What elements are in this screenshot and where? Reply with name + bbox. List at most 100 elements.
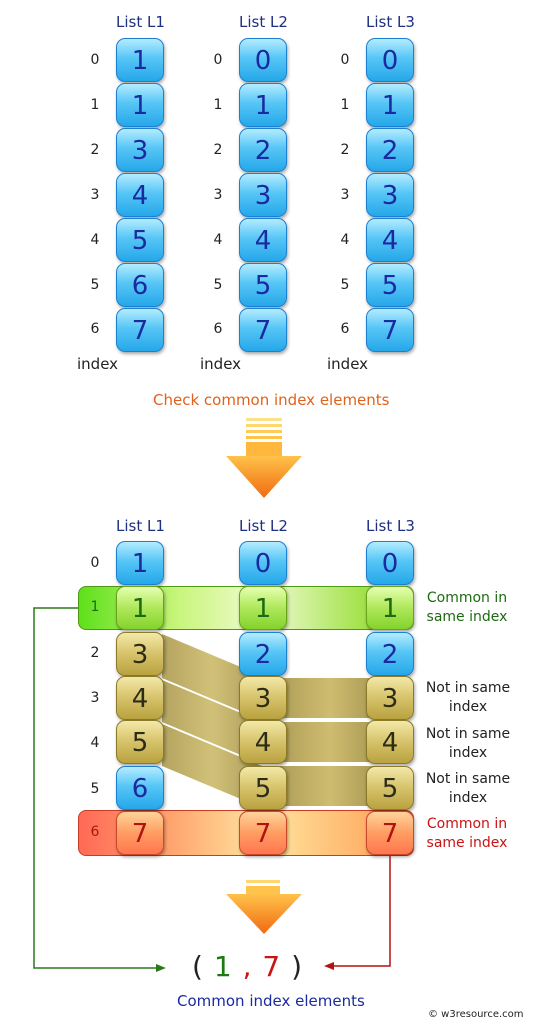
l1-mismatch-cell: 5 [116,720,164,764]
index-label: 3 [340,187,350,203]
l3-common-cell: 7 [366,811,414,855]
connector-band [280,722,380,762]
index-label: 4 [340,232,350,248]
l1-common-cell: 1 [116,586,164,630]
l2-mismatch-cell: 3 [239,676,287,720]
l2-cell: 4 [239,218,287,262]
index-label: 2 [213,142,223,158]
l3-cell: 1 [366,83,414,127]
list-l3-header: List L3 [366,13,415,31]
mismatch-note: Not in same index [425,680,511,715]
l2-cell: 2 [239,632,287,676]
result-comma: , [242,950,253,983]
l3-mismatch-cell: 3 [366,676,414,720]
l3-common-cell: 1 [366,586,414,630]
common-note-red: Common in same index [426,816,508,851]
index-label: 4 [90,232,100,248]
red-arrowhead-icon [324,962,334,970]
l1-cell: 4 [116,173,164,217]
index-label: 0 [90,52,100,68]
l2-cell: 5 [239,263,287,307]
index-axis-label: index [200,355,242,373]
index-label: 1 [90,97,100,113]
list-l1-header: List L1 [116,13,165,31]
l2-cell: 0 [239,541,287,585]
mismatch-note: Not in same index [425,726,511,761]
l2-mismatch-cell: 4 [239,720,287,764]
index-label: 5 [90,781,100,797]
l3-cell: 5 [366,263,414,307]
l3-mismatch-cell: 5 [366,766,414,810]
l1-cell: 7 [116,308,164,352]
index-label: 0 [340,52,350,68]
index-label: 3 [90,690,100,706]
index-label: 0 [213,52,223,68]
l2-cell: 7 [239,308,287,352]
mismatch-note: Not in same index [425,771,511,806]
l3-cell: 2 [366,632,414,676]
index-label: 0 [90,555,100,571]
index-label: 6 [90,824,100,840]
index-axis-label: index [77,355,119,373]
list-l2-header: List L2 [239,13,288,31]
down-arrow-icon [226,880,302,934]
index-label: 2 [90,142,100,158]
l3-cell: 7 [366,308,414,352]
green-arrowhead-icon [156,964,166,972]
result-close-paren: ) [291,950,304,983]
watermark: © w3resource.com [428,1009,524,1020]
l2-cell: 2 [239,128,287,172]
l1-cell: 6 [116,766,164,810]
l1-mismatch-cell: 4 [116,676,164,720]
l1-cell: 5 [116,218,164,262]
list-l3-header: List L3 [366,517,415,535]
index-label: 6 [213,321,223,337]
index-label: 1 [90,599,100,615]
l2-common-cell: 7 [239,811,287,855]
l1-cell: 1 [116,38,164,82]
index-label: 3 [90,187,100,203]
result-caption: Common index elements [177,992,365,1010]
result-open-paren: ( [192,950,204,983]
index-label: 1 [340,97,350,113]
l1-cell: 6 [116,263,164,307]
l2-cell: 3 [239,173,287,217]
l3-cell: 2 [366,128,414,172]
connector-band [162,724,262,808]
index-label: 3 [213,187,223,203]
l3-cell: 3 [366,173,414,217]
l1-common-cell: 7 [116,811,164,855]
l3-cell: 0 [366,38,414,82]
check-caption: Check common index elements [153,391,390,409]
l2-cell: 1 [239,83,287,127]
l2-mismatch-cell: 5 [239,766,287,810]
l1-cell: 1 [116,541,164,585]
index-axis-label: index [327,355,369,373]
connector-band [280,766,380,806]
result-first-value: 1 [213,950,233,983]
common-note-green: Common in same index [426,590,508,625]
index-label: 1 [213,97,223,113]
index-label: 6 [90,321,100,337]
connector-band [162,634,262,720]
index-label: 5 [90,277,100,293]
green-connector-line [33,607,158,969]
list-l1-header: List L1 [116,517,165,535]
l3-cell: 4 [366,218,414,262]
red-connector-line [332,856,391,967]
index-label: 4 [90,735,100,751]
l2-cell: 0 [239,38,287,82]
result-second-value: 7 [262,950,282,983]
connector-band [280,678,380,718]
down-arrow-icon [226,418,302,498]
l1-cell: 3 [116,128,164,172]
index-label: 4 [213,232,223,248]
result-tuple: ( 1 , 7 ) [192,950,303,983]
index-label: 2 [340,142,350,158]
l3-cell: 0 [366,541,414,585]
connector-band [162,680,262,764]
index-label: 2 [90,645,100,661]
index-label: 5 [340,277,350,293]
